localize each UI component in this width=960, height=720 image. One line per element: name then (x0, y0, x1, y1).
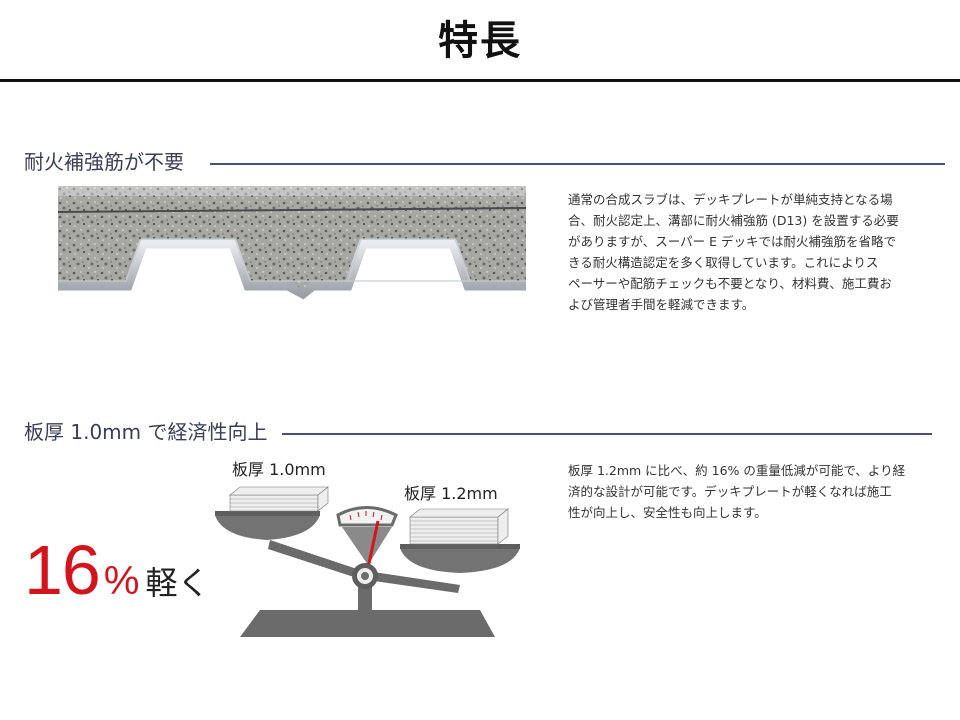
section1-line: 合、耐火認定上、溝部に耐火補強筋 (D13) を設置する必要 (568, 213, 899, 228)
left-plate-label: 板厚 1.0mm (232, 460, 326, 479)
section1-line: きる耐火構造認定を多く取得しています。これによりス (568, 255, 879, 270)
section2-body-text: 板厚 1.2mm に比べ、約 16% の重量低減が可能で、より経 済的な設計が可… (568, 460, 938, 523)
right-plate-label: 板厚 1.2mm (404, 484, 498, 503)
section1-rule (210, 163, 945, 165)
section1-body-text: 通常の合成スラブは、デッキプレートが単純支持となる場 合、耐火認定上、溝部に耐火… (568, 189, 938, 315)
balance-scale-image (215, 486, 520, 637)
section2-line: 性が向上し、安全性も向上します。 (568, 505, 767, 520)
deck-cross-section-image (58, 186, 526, 308)
callout-percent: % (103, 559, 140, 603)
callout-word: 軽く (145, 564, 210, 602)
section1-line: ペーサーや配筋チェックも不要となり、材料費、施工費お (568, 276, 892, 291)
callout-number: 16 (24, 531, 101, 609)
section1-line: がありますが、スーパー E デッキでは耐火補強筋を省略で (568, 234, 896, 249)
section2-line: 済的な設計が可能です。デッキプレートが軽くなれば施工 (568, 484, 892, 499)
section1-heading: 耐火補強筋が不要 (24, 150, 184, 174)
weight-reduction-callout: 16%軽く (24, 530, 209, 610)
section2-rule (282, 433, 932, 435)
page-title: 特長 (438, 18, 522, 64)
section1-line: よび管理者手間を軽減できます。 (568, 297, 755, 312)
section2-heading: 板厚 1.0mm で経済性向上 (24, 420, 268, 444)
title-rule (0, 79, 960, 82)
section1-line: 通常の合成スラブは、デッキプレートが単純支持となる場 (568, 192, 893, 207)
section2-line: 板厚 1.2mm に比べ、約 16% の重量低減が可能で、より経 (568, 463, 906, 478)
